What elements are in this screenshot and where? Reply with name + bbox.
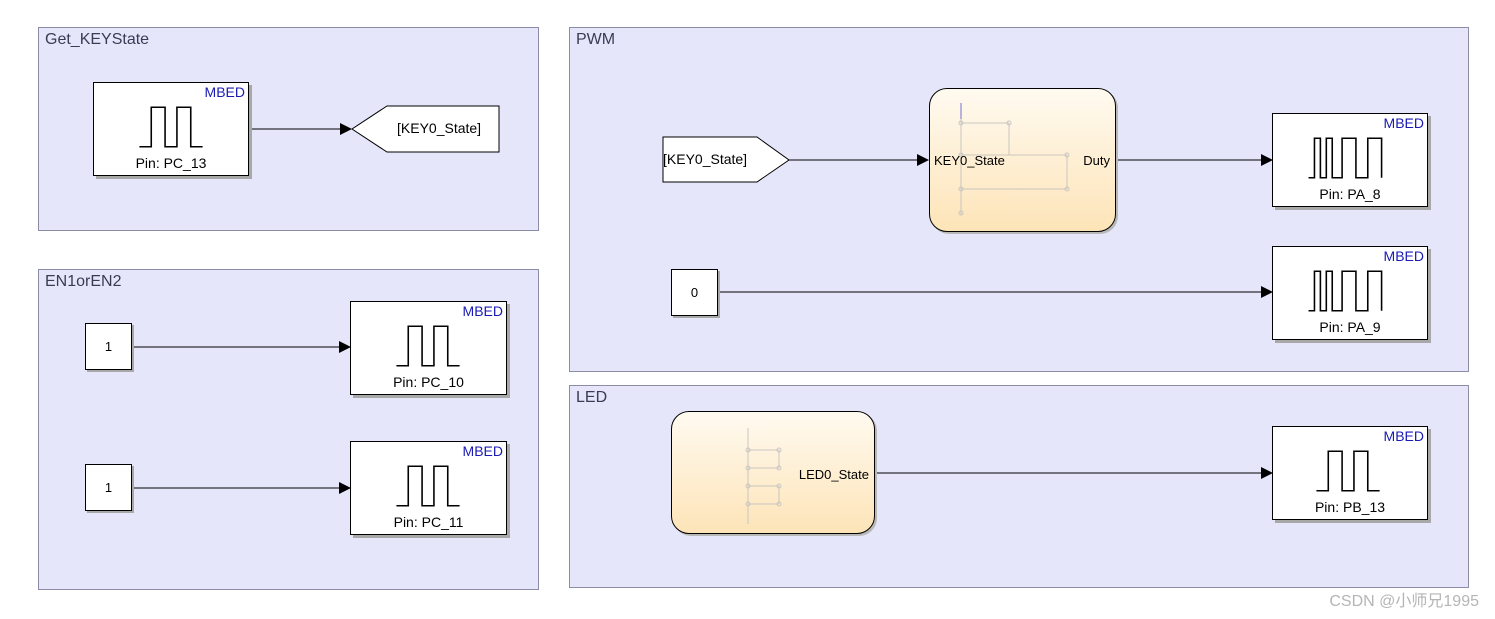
mbed-block-pb13[interactable]: MBED Pin: PB_13	[1272, 426, 1428, 520]
mbed-brand-label: MBED	[462, 303, 503, 319]
chart-logic-icon	[745, 428, 782, 524]
from-tag-label: [KEY0_State]	[663, 151, 748, 167]
area-title-get-keystate: Get_KEYState	[45, 31, 150, 48]
mbed-brand-label: MBED	[1383, 428, 1424, 444]
mbed-block-pc13[interactable]: MBED Pin: PC_13	[93, 82, 249, 176]
mbed-brand-label: MBED	[1383, 248, 1424, 264]
pwm-wave-icon	[1308, 270, 1383, 312]
from-tag-shape	[662, 136, 790, 183]
chart-logic-icon	[958, 103, 1070, 216]
mbed-block-pc11[interactable]: MBED Pin: PC_11	[350, 441, 507, 535]
mbed-block-pa9[interactable]: MBED Pin: PA_9	[1272, 246, 1428, 340]
constant-block-pa9[interactable]: 0	[671, 269, 718, 316]
mbed-brand-label: MBED	[1383, 115, 1424, 131]
square-wave-icon	[396, 465, 460, 507]
pin-label: Pin: PC_11	[393, 514, 464, 530]
chart-output-port-label: LED0_State	[798, 467, 869, 482]
mbed-block-pc10[interactable]: MBED Pin: PC_10	[350, 301, 507, 395]
pin-label: Pin: PB_13	[1314, 499, 1386, 515]
square-wave-icon	[1316, 450, 1380, 492]
pin-label: Pin: PC_13	[135, 155, 207, 171]
square-wave-icon	[396, 325, 460, 367]
mbed-block-pa8[interactable]: MBED Pin: PA_8	[1272, 113, 1428, 207]
mbed-brand-label: MBED	[462, 443, 503, 459]
mbed-brand-label: MBED	[204, 84, 245, 100]
pin-label: Pin: PC_10	[393, 374, 464, 390]
pin-label: Pin: PA_8	[1319, 186, 1381, 202]
stateflow-chart-led[interactable]: LED0_State	[671, 411, 875, 534]
square-wave-icon	[139, 106, 203, 148]
area-title-en1oren2: EN1orEN2	[45, 273, 122, 290]
area-title-led: LED	[576, 389, 608, 406]
goto-tag-label: [KEY0_State]	[397, 120, 482, 136]
watermark-text: CSDN @小师兄1995	[1329, 593, 1479, 610]
constant-block-en2[interactable]: 1	[85, 464, 132, 511]
constant-block-en1[interactable]: 1	[85, 323, 132, 370]
chart-input-port-label: KEY0_State	[934, 153, 1005, 168]
stateflow-chart-pwm[interactable]: KEY0_State Duty	[929, 88, 1116, 232]
pin-label: Pin: PA_9	[1319, 319, 1381, 335]
area-title-pwm: PWM	[576, 31, 616, 48]
chart-output-port-label: Duty	[1083, 153, 1110, 168]
pwm-wave-icon	[1308, 137, 1383, 179]
goto-tag-shape	[351, 105, 500, 153]
